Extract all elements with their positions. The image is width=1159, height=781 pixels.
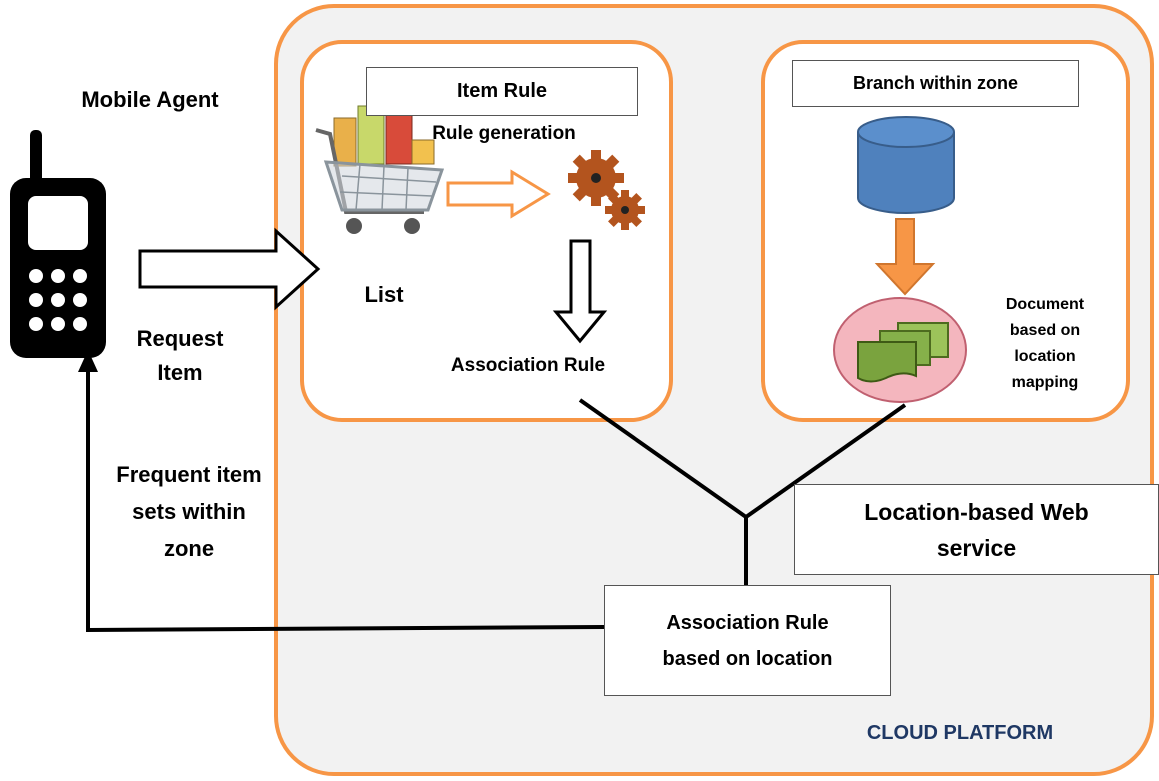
gears-icon [568, 150, 645, 230]
connector-lines [86, 362, 907, 633]
rule-generation-label: Rule generation [432, 123, 576, 144]
association-down-arrow [552, 239, 608, 344]
request-item-label: Request Item [136, 326, 224, 385]
rule-generation-arrow [446, 169, 551, 219]
frequent-itemsets-label: Frequent item sets within zone [116, 462, 262, 561]
branch-title: Branch within zone [792, 60, 1079, 107]
association-location-box: Association Rule based on location [604, 585, 891, 696]
mobile-agent-title: Mobile Agent [81, 87, 219, 112]
location-web-service-box: Location-based Web service [794, 484, 1159, 575]
list-label: List [364, 282, 404, 307]
mobile-phone-icon [10, 130, 106, 358]
document-label: Document based on location mapping [1005, 296, 1085, 391]
association-rule-label: Association Rule [450, 355, 606, 376]
database-icon [857, 116, 955, 214]
db-to-document-arrow [874, 218, 936, 296]
request-arrow [138, 227, 321, 311]
item-rule-title: Item Rule [366, 67, 638, 116]
arrowhead-to-phone [78, 350, 98, 372]
cloud-platform-label: CLOUD PLATFORM [866, 722, 1054, 744]
shopping-cart-icon [315, 105, 445, 234]
document-stack-icon [833, 297, 967, 403]
